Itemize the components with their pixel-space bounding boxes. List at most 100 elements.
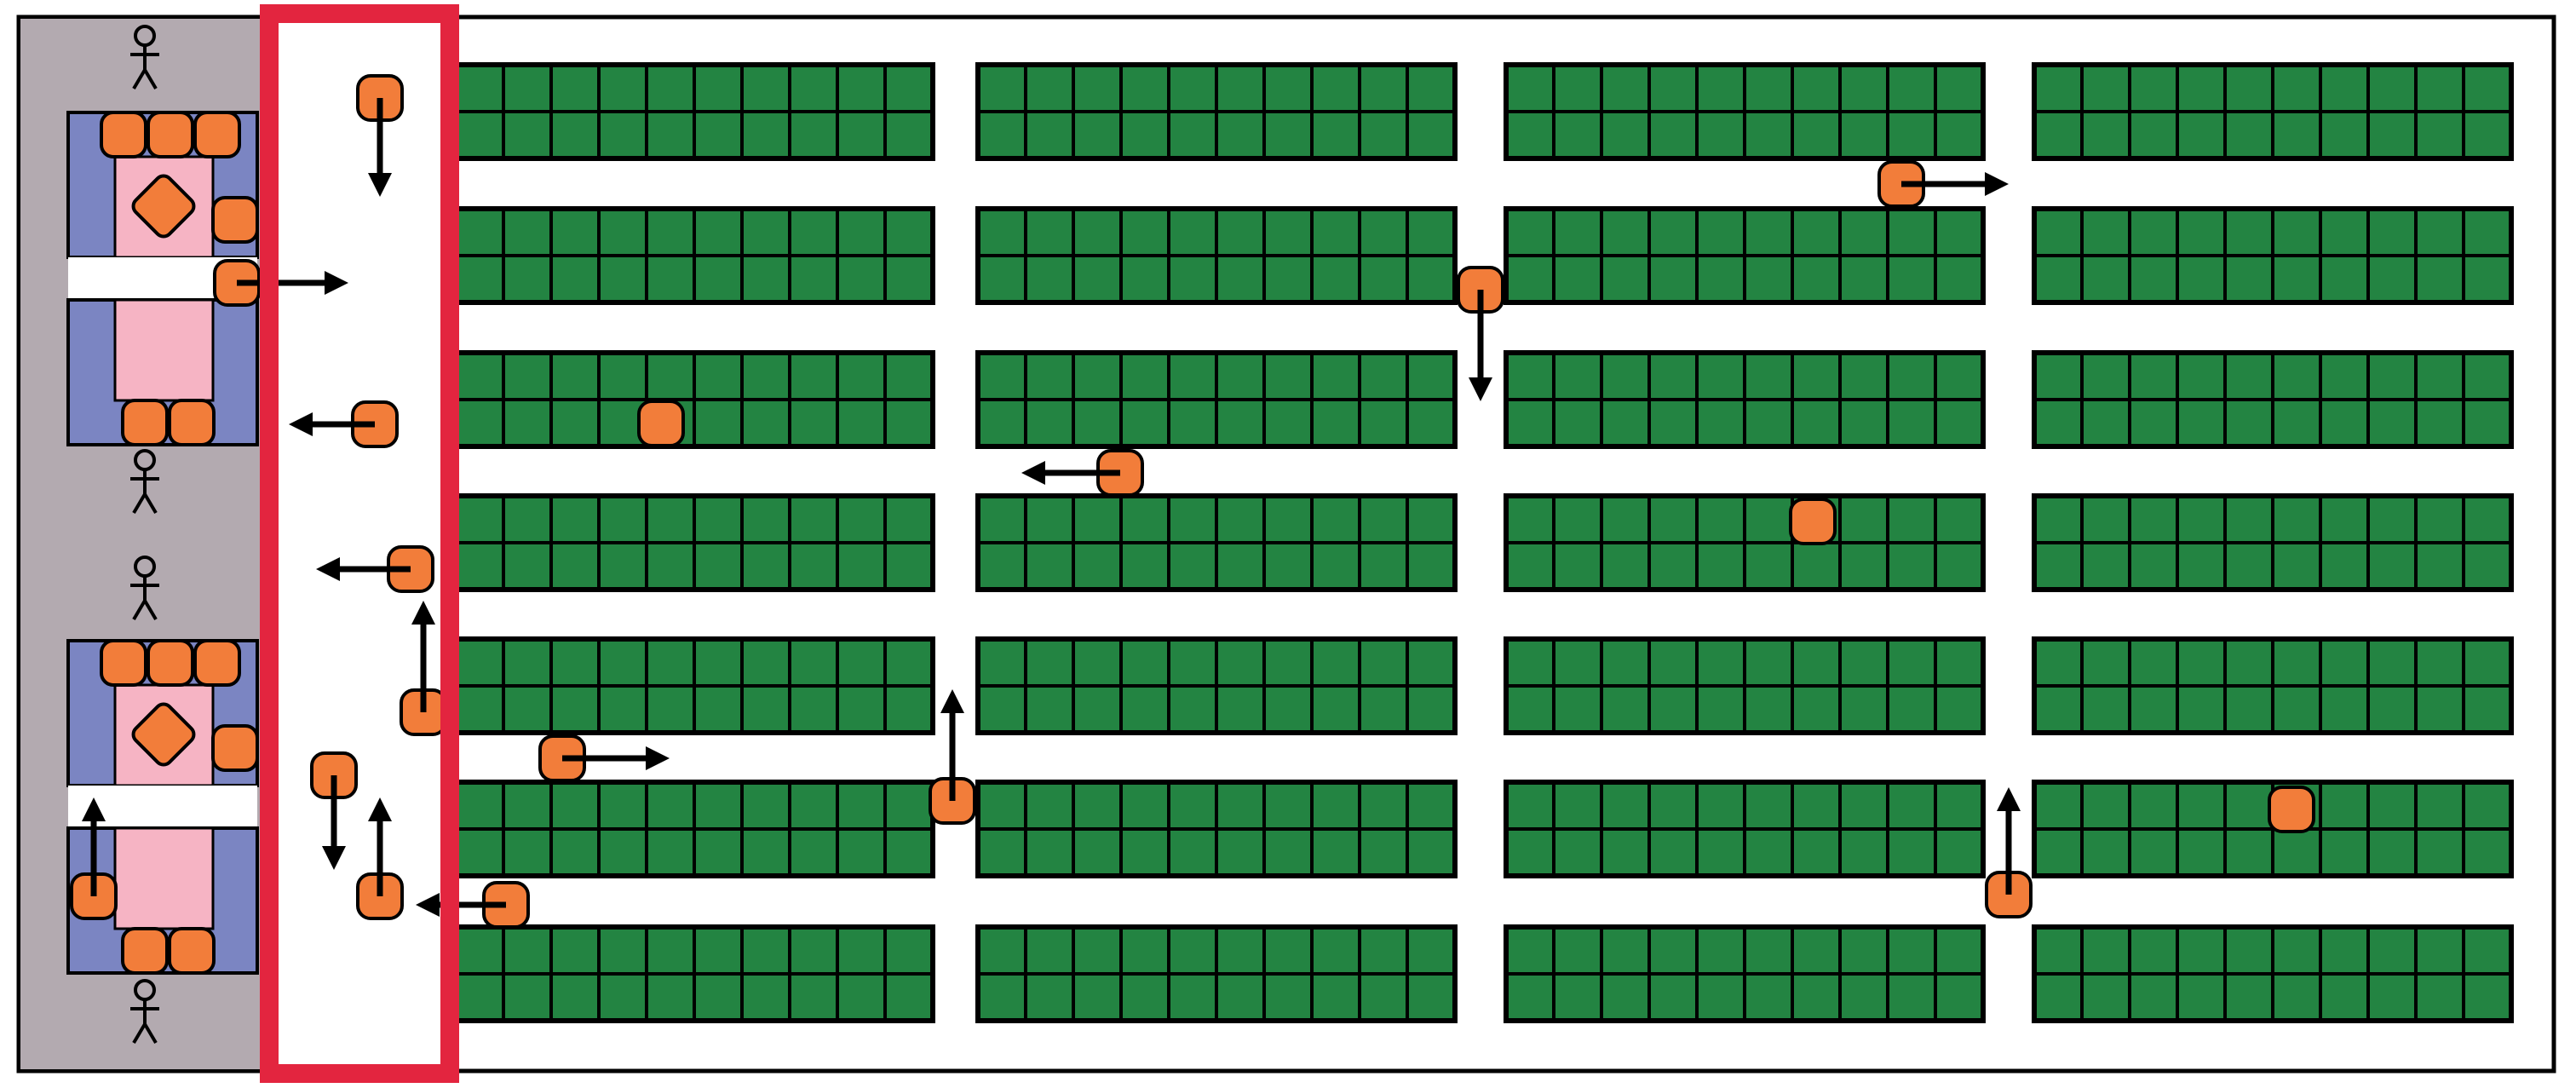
- rack-cell: [1310, 207, 1361, 257]
- rack-cell: [1552, 254, 1603, 304]
- rack-cell: [2080, 207, 2131, 257]
- rack-cell: [883, 972, 934, 1022]
- rack-cell: [1358, 684, 1409, 734]
- rack-cell: [1552, 780, 1603, 831]
- worker-leg: [143, 492, 158, 515]
- rack-cell: [740, 972, 791, 1022]
- rack-block: [1504, 636, 1986, 735]
- rack-cell: [502, 63, 553, 113]
- rack-cell: [2176, 254, 2227, 304]
- mobile-robot-icon: [1021, 449, 1144, 497]
- rack-cell: [1647, 63, 1699, 113]
- rack-cell: [2462, 780, 2513, 831]
- rack-cell: [502, 827, 553, 878]
- rack-cell: [836, 780, 887, 831]
- rack-cell: [2462, 827, 2513, 878]
- rack-cell: [2128, 351, 2179, 401]
- rack-cell: [454, 925, 505, 976]
- rack-cell: [1743, 925, 1794, 976]
- rack-cell: [883, 925, 934, 976]
- rack-cell: [788, 925, 839, 976]
- rack-block: [975, 636, 1458, 735]
- rack-block-border: [1504, 206, 1986, 305]
- rack-cell: [836, 110, 887, 160]
- rack-cell: [836, 207, 887, 257]
- rack-cell: [2271, 351, 2322, 401]
- rack-cell: [2366, 684, 2418, 734]
- rack-cell: [1886, 207, 1937, 257]
- rack-cell: [2176, 780, 2227, 831]
- mobile-robot-icon: [929, 689, 976, 825]
- rack-cell: [1552, 63, 1603, 113]
- rack-cell: [1504, 398, 1555, 448]
- rack-cell: [740, 541, 791, 591]
- mobile-robot-icon: [310, 751, 358, 870]
- rack-cell: [1024, 972, 1075, 1022]
- rack-cell: [788, 827, 839, 878]
- rack-cell: [2271, 494, 2322, 544]
- rack-cell: [693, 925, 744, 976]
- rack-cell: [1262, 63, 1314, 113]
- rack-cell: [1262, 925, 1314, 976]
- rack-cell: [454, 494, 505, 544]
- rack-cell: [2414, 637, 2465, 688]
- picking-station: [66, 111, 259, 446]
- rack-cell: [645, 494, 696, 544]
- rack-cell: [1310, 541, 1361, 591]
- rack-cell: [1934, 207, 1985, 257]
- station-workers: [130, 25, 159, 1045]
- rack-cell: [1310, 925, 1361, 976]
- rack-cell: [1262, 110, 1314, 160]
- rack-block-border: [1504, 924, 1986, 1023]
- rack-block: [1504, 780, 1986, 878]
- rack-cell: [1119, 207, 1170, 257]
- rack-cell: [1504, 254, 1555, 304]
- rack-block-border: [975, 350, 1458, 449]
- rack-cell: [645, 925, 696, 976]
- rack-cell: [788, 207, 839, 257]
- rack-cell: [1647, 684, 1699, 734]
- rack-block: [975, 924, 1458, 1023]
- rack-cell: [597, 541, 648, 591]
- mobile-robot-icon: [356, 797, 404, 920]
- rack-cell: [549, 494, 601, 544]
- rack-cell: [836, 827, 887, 878]
- rack-cell: [1072, 925, 1123, 976]
- rack-cell: [1406, 780, 1457, 831]
- rack-cell: [1167, 684, 1218, 734]
- rack-cell: [1504, 207, 1555, 257]
- mobile-robots: [70, 74, 2315, 929]
- rack-block-border: [1504, 350, 1986, 449]
- rack-cell: [2033, 972, 2084, 1022]
- rack-cell: [976, 925, 1027, 976]
- rack-cell: [1167, 494, 1218, 544]
- rack-cell: [645, 780, 696, 831]
- rack-cell: [1695, 494, 1746, 544]
- rack-block: [975, 350, 1458, 449]
- rack-cell: [1743, 972, 1794, 1022]
- rack-cell: [2128, 972, 2179, 1022]
- rack-cell: [1215, 541, 1266, 591]
- rack-cell: [1647, 351, 1699, 401]
- rack-cell: [1119, 637, 1170, 688]
- rack-cell: [2271, 398, 2322, 448]
- rack-cell: [1934, 541, 1985, 591]
- rack-cell: [788, 351, 839, 401]
- rack-cell: [1838, 63, 1889, 113]
- rack-cell: [2080, 541, 2131, 591]
- rack-cell: [1647, 541, 1699, 591]
- rack-cell: [740, 254, 791, 304]
- rack-cell: [1552, 351, 1603, 401]
- rack-cell: [788, 110, 839, 160]
- rack-cell: [2223, 925, 2274, 976]
- rack-cell: [2366, 494, 2418, 544]
- rack-cell: [1743, 637, 1794, 688]
- robot-slot: [211, 196, 259, 244]
- rack-cell: [645, 110, 696, 160]
- rack-cell: [1406, 351, 1457, 401]
- rack-cell: [1647, 207, 1699, 257]
- rack-cell: [1024, 541, 1075, 591]
- rack-cell: [2080, 827, 2131, 878]
- rack-cell: [1600, 494, 1651, 544]
